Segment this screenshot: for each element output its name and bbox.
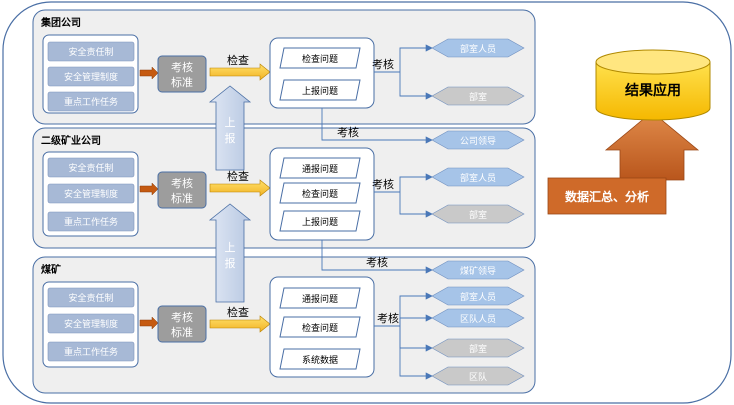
problem-item bbox=[279, 79, 361, 101]
assess-target-label: 区队人员 bbox=[460, 313, 496, 325]
section-title-company: 二级矿业公司 bbox=[41, 134, 101, 147]
problem-label: 检查问题 bbox=[302, 188, 338, 200]
check-arrow bbox=[209, 179, 271, 197]
problem-label: 通报问题 bbox=[302, 293, 338, 305]
leader-target-label: 公司领导 bbox=[460, 135, 496, 147]
result-label: 结果应用 bbox=[625, 82, 681, 99]
std-item-label: 安全责任制 bbox=[68, 46, 113, 58]
assess-standard-box bbox=[157, 305, 207, 343]
problem-item bbox=[279, 47, 361, 69]
assess-label-line2: 标准 bbox=[171, 325, 193, 339]
assess-target bbox=[431, 338, 525, 358]
problem-item bbox=[279, 157, 361, 179]
report-char: 报 bbox=[225, 256, 236, 270]
cross-kaohe-label: 考核 bbox=[337, 125, 359, 139]
assess-target-label: 区队 bbox=[469, 371, 487, 383]
assess-target-label: 部室人员 bbox=[460, 43, 496, 55]
std-item bbox=[47, 341, 135, 362]
std-item bbox=[47, 183, 135, 204]
assess-label-line2: 标准 bbox=[171, 191, 193, 205]
std-item-label: 安全管理制度 bbox=[64, 71, 118, 83]
std-item bbox=[47, 313, 135, 334]
assess-target bbox=[431, 286, 525, 306]
std-item-label: 重点工作任务 bbox=[64, 216, 118, 228]
assess-target-label: 部室 bbox=[469, 343, 487, 355]
analysis-arrow-head bbox=[604, 111, 700, 181]
assess-label-line1: 考核 bbox=[171, 310, 193, 324]
section-title-mine: 煤矿 bbox=[41, 263, 61, 276]
problem-label: 检查问题 bbox=[302, 53, 338, 65]
std-item-label: 安全管理制度 bbox=[64, 318, 118, 330]
problem-item bbox=[279, 287, 361, 309]
kaohe-label: 考核 bbox=[372, 57, 394, 71]
problem-item bbox=[279, 210, 361, 232]
std-item-label: 安全责任制 bbox=[68, 162, 113, 174]
check-arrow bbox=[209, 63, 271, 81]
std-item-label: 安全管理制度 bbox=[64, 188, 118, 200]
assess-target bbox=[431, 308, 525, 328]
leader-target-label: 煤矿领导 bbox=[460, 265, 496, 277]
assess-label-line1: 考核 bbox=[171, 60, 193, 74]
assess-standard-box bbox=[157, 171, 207, 209]
leader-target bbox=[431, 260, 525, 280]
problem-label: 上报问题 bbox=[302, 85, 338, 97]
problem-item bbox=[279, 316, 361, 338]
problem-label: 系统数据 bbox=[302, 354, 338, 366]
assess-target-label: 部室 bbox=[469, 209, 487, 221]
std-item bbox=[47, 157, 135, 178]
std-item-label: 重点工作任务 bbox=[64, 96, 118, 108]
std-item bbox=[47, 91, 135, 112]
report-char: 报 bbox=[225, 131, 236, 145]
std-item-label: 重点工作任务 bbox=[64, 346, 118, 358]
report-char: 上 bbox=[225, 116, 236, 129]
assess-target bbox=[431, 38, 525, 58]
leader-target bbox=[431, 130, 525, 150]
report-char: 上 bbox=[225, 241, 236, 254]
std-item-label: 安全责任制 bbox=[68, 292, 113, 304]
std-item bbox=[47, 287, 135, 308]
check-label: 检查 bbox=[227, 53, 249, 67]
assess-target-label: 部室 bbox=[469, 91, 487, 103]
kaohe-label: 考核 bbox=[377, 311, 399, 325]
report-arrow bbox=[208, 85, 252, 171]
analysis-box bbox=[547, 177, 667, 215]
flow-arrow bbox=[139, 316, 159, 330]
assess-target-label: 部室人员 bbox=[460, 291, 496, 303]
kaohe-label: 考核 bbox=[372, 177, 394, 191]
problem-label: 通报问题 bbox=[302, 163, 338, 175]
analysis-label: 数据汇总、分析 bbox=[565, 189, 649, 204]
flow-arrow bbox=[139, 182, 159, 196]
flow-arrow bbox=[139, 66, 159, 80]
std-item bbox=[47, 66, 135, 87]
assess-target bbox=[431, 204, 525, 224]
problem-label: 上报问题 bbox=[302, 216, 338, 228]
check-arrow bbox=[209, 315, 271, 333]
section-title-group: 集团公司 bbox=[40, 16, 81, 29]
check-label: 检查 bbox=[227, 169, 249, 183]
assess-target bbox=[431, 167, 525, 187]
problem-item bbox=[279, 182, 361, 204]
cross-kaohe-label: 考核 bbox=[366, 255, 388, 269]
assess-label-line1: 考核 bbox=[171, 176, 193, 190]
report-arrow bbox=[208, 203, 252, 303]
result-cylinder bbox=[595, 49, 711, 121]
std-item bbox=[47, 41, 135, 62]
assess-target bbox=[431, 366, 525, 386]
assess-label-line2: 标准 bbox=[171, 75, 193, 89]
assess-target-label: 部室人员 bbox=[460, 172, 496, 184]
problem-item bbox=[279, 348, 361, 370]
assess-standard-box bbox=[157, 55, 207, 93]
problem-label: 检查问题 bbox=[302, 322, 338, 334]
std-item bbox=[47, 211, 135, 232]
assess-target bbox=[431, 86, 525, 106]
check-label: 检查 bbox=[227, 305, 249, 319]
